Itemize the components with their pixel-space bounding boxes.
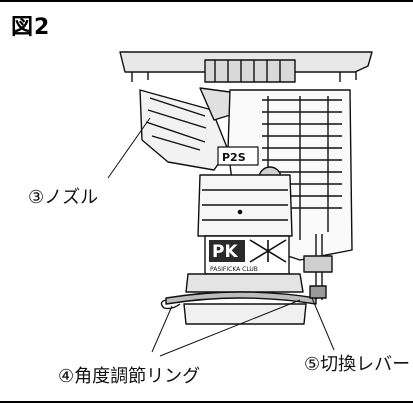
bottom-rule — [0, 401, 413, 403]
switch-lever-head — [303, 255, 333, 273]
ring-tab-left — [160, 299, 181, 310]
brand-marking: PASIFICKA CLUB — [210, 266, 258, 273]
leader-nozzle — [107, 117, 151, 179]
leader-ring-right — [159, 299, 301, 357]
label-angle-ring: ④角度調節リング — [58, 366, 201, 387]
label-switch-lever: ⑤切換レバー — [304, 354, 411, 375]
logo-letters: PK — [212, 242, 238, 262]
switch-lever-knob — [309, 285, 327, 299]
base-sleeve — [185, 273, 304, 293]
top-rule — [0, 0, 413, 2]
base — [183, 303, 307, 325]
leader-lever — [311, 297, 335, 351]
figure-title: 図2 — [11, 15, 51, 40]
body-ribs — [262, 99, 342, 209]
label-nozzle: ③ノズル — [28, 187, 99, 208]
top-collar — [204, 59, 296, 83]
model-plate — [217, 146, 259, 166]
model-marking: P2S — [222, 151, 246, 164]
leader-ring-left — [151, 305, 173, 353]
cap-ribs — [131, 72, 357, 82]
angle-ring — [165, 291, 317, 305]
